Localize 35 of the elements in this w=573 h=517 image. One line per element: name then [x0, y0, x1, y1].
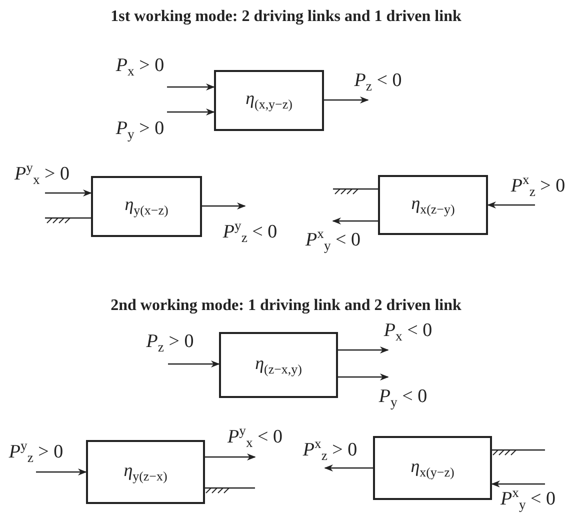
efficiency-label: η$_{x(z−y)}$ — [411, 192, 455, 218]
edge-label: P$_{z}$ < 0 — [353, 70, 403, 94]
process-box — [86, 440, 205, 504]
edge-label: P$_{x}$ > 0 — [114, 56, 166, 78]
arrow — [45, 189, 92, 197]
efficiency-label: η$_{(z−x,y)}$ — [255, 352, 302, 378]
heading: 2nd working mode: 1 driving link and 2 driven link — [110, 297, 462, 315]
edge-label: P$_{z}$ > 0 — [145, 332, 195, 354]
arrow — [324, 96, 369, 104]
arrow — [338, 346, 389, 354]
edge-label: P$_{y}$ > 0 — [114, 118, 166, 142]
arrow — [324, 464, 373, 472]
efficiency-label: η$_{x(y−z)}$ — [410, 456, 454, 480]
process-box — [214, 70, 324, 131]
arrow — [167, 108, 215, 116]
edge-label: P$_{y}$ < 0 — [378, 386, 428, 410]
process-box — [373, 436, 492, 500]
edge-label: P$^{x}$$_{y}$ < 0 — [500, 486, 556, 512]
arrow — [338, 373, 389, 381]
process-box — [378, 175, 488, 235]
arrow — [487, 201, 535, 209]
efficiency-label: η$_{(x,y−z)}$ — [246, 88, 292, 113]
process-box — [219, 332, 338, 398]
efficiency-label: η$_{y(x−z)}$ — [124, 194, 168, 219]
arrow — [167, 83, 215, 91]
edge-label: P$_{x}$ < 0 — [382, 320, 434, 344]
arrow — [202, 202, 246, 210]
arrow — [168, 360, 220, 368]
efficiency-label: η$_{y(z−x)}$ — [124, 460, 168, 484]
arrow — [36, 468, 87, 476]
arrow — [332, 217, 378, 225]
arrow — [205, 453, 256, 461]
process-box — [91, 176, 202, 237]
arrow — [491, 480, 545, 488]
heading: 1st working mode: 2 driving links and 1 driven link — [110, 8, 462, 26]
